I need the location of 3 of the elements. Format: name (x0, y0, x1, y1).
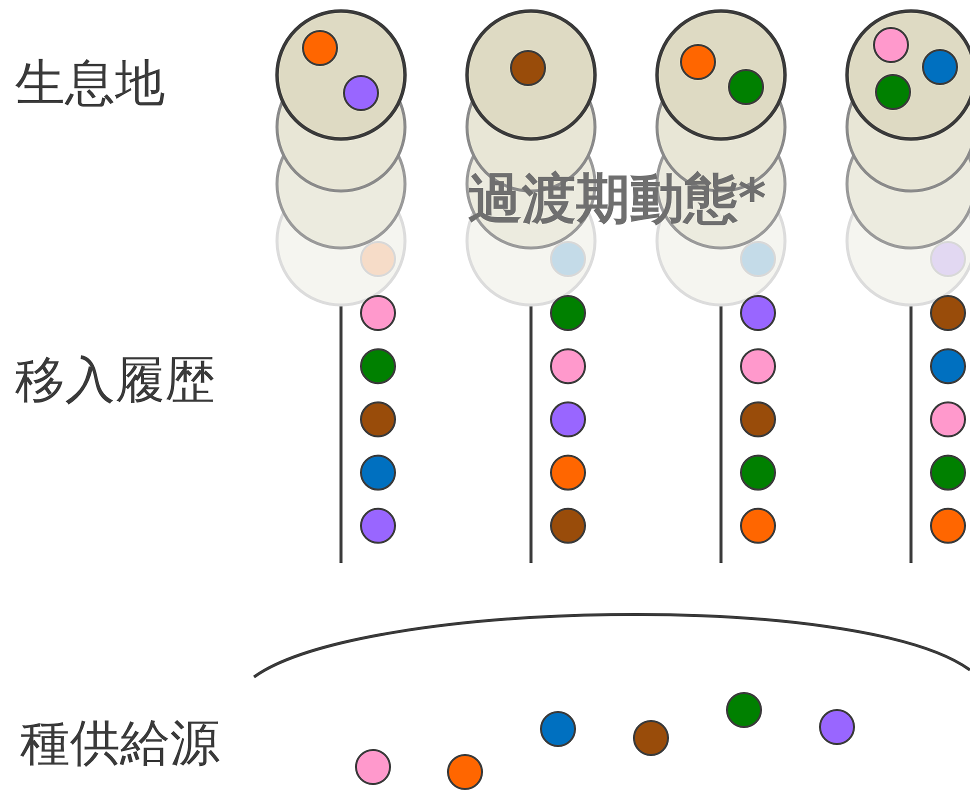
row-label: 種供給源 (20, 718, 220, 768)
row-label: 移入履歴 (15, 355, 215, 405)
row-label: 生息地 (15, 58, 165, 108)
